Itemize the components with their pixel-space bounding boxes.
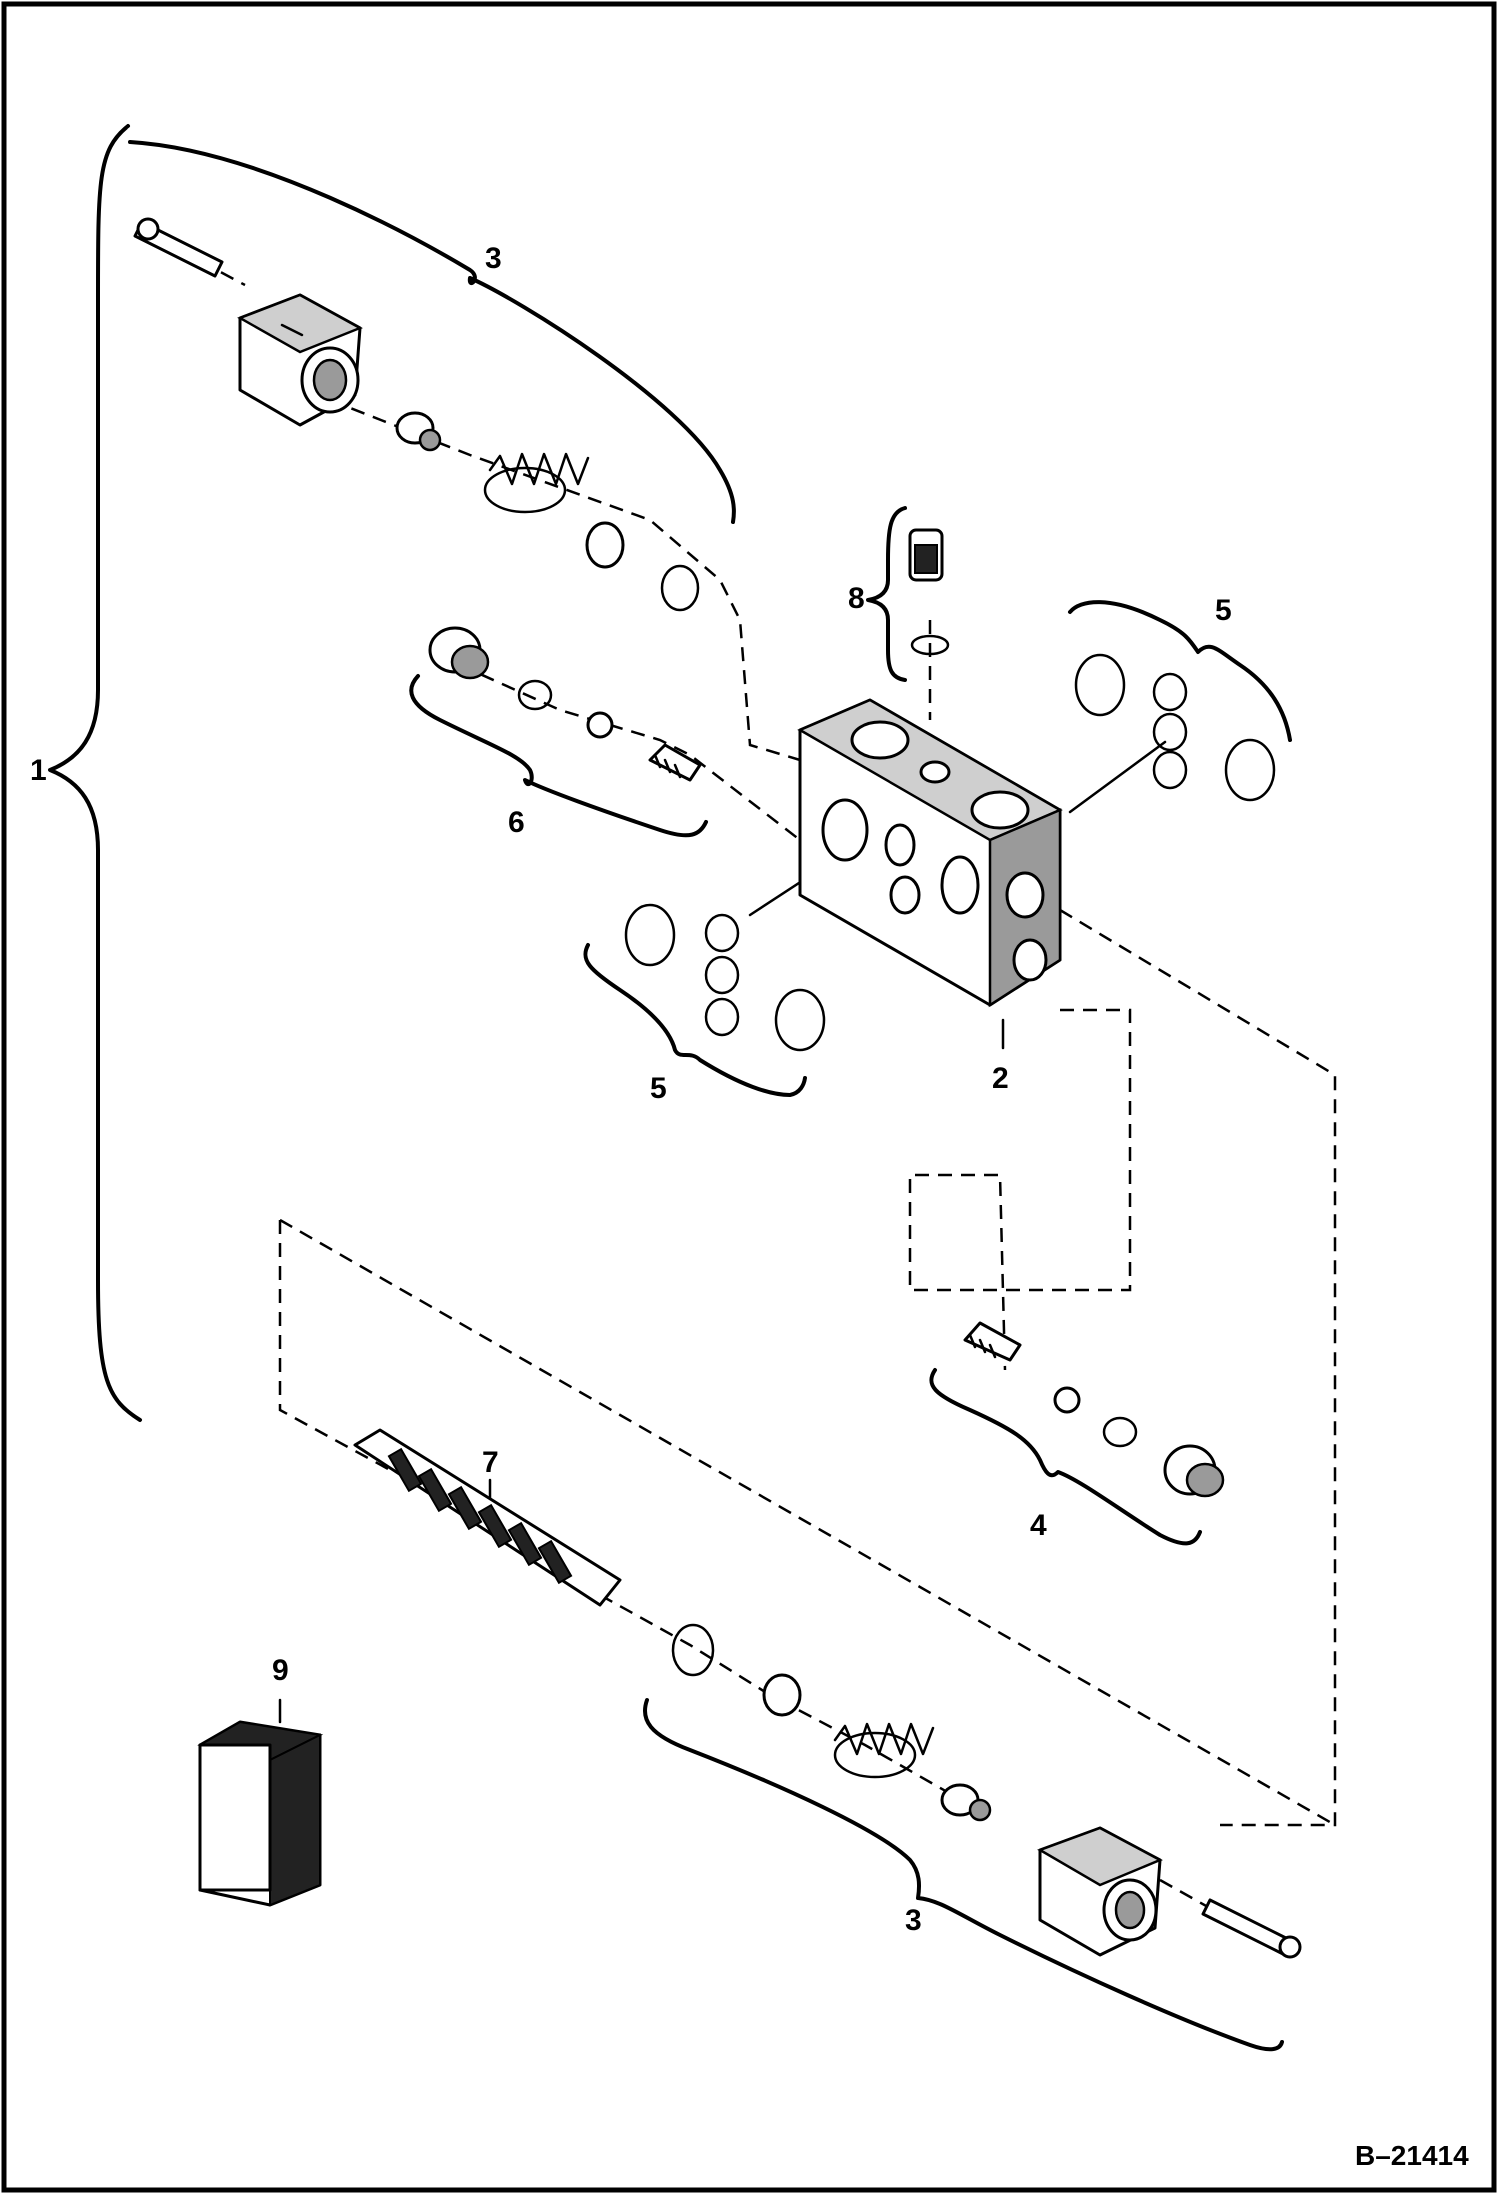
top-spring — [483, 452, 590, 514]
alignment-lines — [159, 238, 1337, 1927]
label-part-1: 1 — [30, 754, 47, 787]
label-part-3-bottom: 3 — [905, 1904, 922, 1937]
lower-spring — [833, 1722, 935, 1779]
lower-o-ring — [671, 1623, 715, 1677]
label-part-4: 4 — [1030, 1509, 1047, 1542]
braces — [48, 124, 1292, 2052]
lower-spring-cap — [1037, 1826, 1163, 1957]
port-o-ring-lower — [1102, 1416, 1138, 1448]
relief-plug — [908, 528, 944, 582]
label-part-7: 7 — [482, 1446, 499, 1479]
top-o-ring — [660, 564, 700, 612]
check-poppet-lower — [963, 1321, 1022, 1362]
o-rings-left — [624, 903, 826, 1052]
top-bolt — [133, 217, 224, 278]
relief-o-ring — [910, 634, 950, 656]
lower-spool-seat — [940, 1783, 992, 1822]
lower-bolt — [1201, 1898, 1302, 1959]
valve-body — [797, 698, 1063, 1008]
port-seat-lower — [1053, 1386, 1081, 1414]
port-plug-lower — [1163, 1444, 1225, 1498]
label-part-5-right: 5 — [1215, 594, 1232, 627]
top-washer — [585, 521, 625, 569]
reference-number: B–21414 — [1355, 2140, 1469, 2171]
top-spring-cap — [237, 293, 363, 427]
label-part-8: 8 — [848, 582, 865, 615]
seal-kit-box — [197, 1720, 324, 1907]
part-labels: 1 2 3 3 4 5 5 6 7 8 9 — [30, 242, 1232, 1937]
spool — [353, 1428, 622, 1607]
port-o-ring-upper — [517, 679, 553, 711]
o-rings-right — [1074, 653, 1276, 802]
port-plug-upper — [428, 626, 490, 680]
port-seat-upper — [586, 711, 614, 739]
label-part-9: 9 — [272, 1654, 289, 1687]
top-spool-seat — [395, 411, 442, 452]
check-poppet-upper — [648, 743, 702, 782]
label-part-3-top: 3 — [485, 242, 502, 275]
lower-washer — [762, 1673, 802, 1717]
label-part-6: 6 — [508, 806, 525, 839]
label-part-2: 2 — [992, 1062, 1009, 1095]
label-part-5-left: 5 — [650, 1072, 667, 1105]
